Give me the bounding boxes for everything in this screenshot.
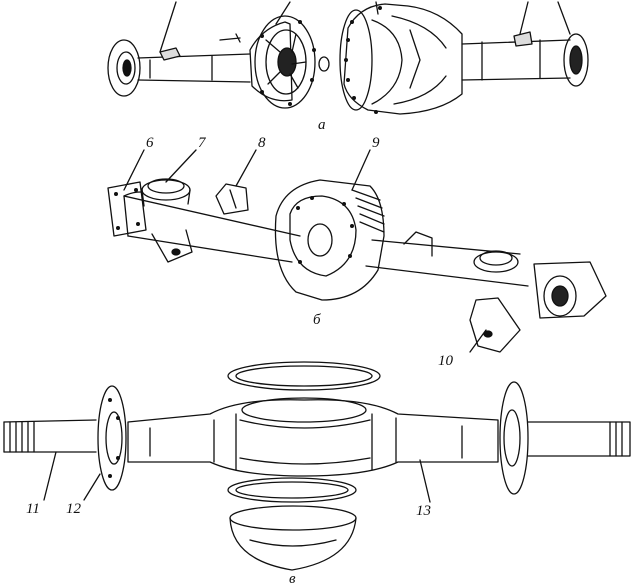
left-axle-shaft — [3, 419, 97, 453]
callout-10: 10 — [438, 353, 453, 369]
panel-a-split-housing — [107, 1, 589, 115]
left-end-flange — [107, 39, 141, 97]
callout-13: 13 — [416, 503, 431, 519]
right-end-flange — [563, 33, 589, 87]
suspension-bracket — [215, 183, 249, 215]
callout-12: 12 — [66, 501, 81, 517]
gasket-washer — [318, 56, 330, 72]
callout-7: 7 — [198, 135, 206, 151]
banjo-center-housing — [274, 179, 385, 301]
right-flange-disc — [499, 381, 529, 495]
callout-9: 9 — [372, 135, 380, 151]
panel-c-stamped-housing — [3, 361, 631, 571]
left-flange-disc — [97, 385, 127, 491]
lower-bracket — [469, 297, 521, 353]
panel-caption-b: б — [313, 312, 321, 328]
panel-b-banjo-housing — [107, 149, 607, 353]
axle-beam — [123, 195, 529, 287]
lower-gasket-ring — [227, 477, 357, 503]
upper-gasket-ring — [227, 361, 381, 391]
panel-caption-a: а — [318, 117, 326, 133]
housing-body — [127, 399, 499, 477]
right-housing-half — [343, 3, 463, 115]
callout-8: 8 — [258, 135, 266, 151]
spring-seat-right — [473, 251, 519, 273]
breather-screw — [219, 33, 241, 43]
right-brake-flange — [533, 261, 607, 319]
left-brake-flange — [107, 181, 147, 237]
left-spring-pad — [159, 47, 181, 61]
right-spring-pad — [513, 31, 533, 47]
rear-cover-dome — [229, 517, 357, 571]
callout-11: 11 — [26, 501, 40, 517]
right-axle-shaft — [527, 421, 631, 457]
panel-caption-c: в — [289, 571, 296, 587]
callout-6: 6 — [146, 135, 154, 151]
